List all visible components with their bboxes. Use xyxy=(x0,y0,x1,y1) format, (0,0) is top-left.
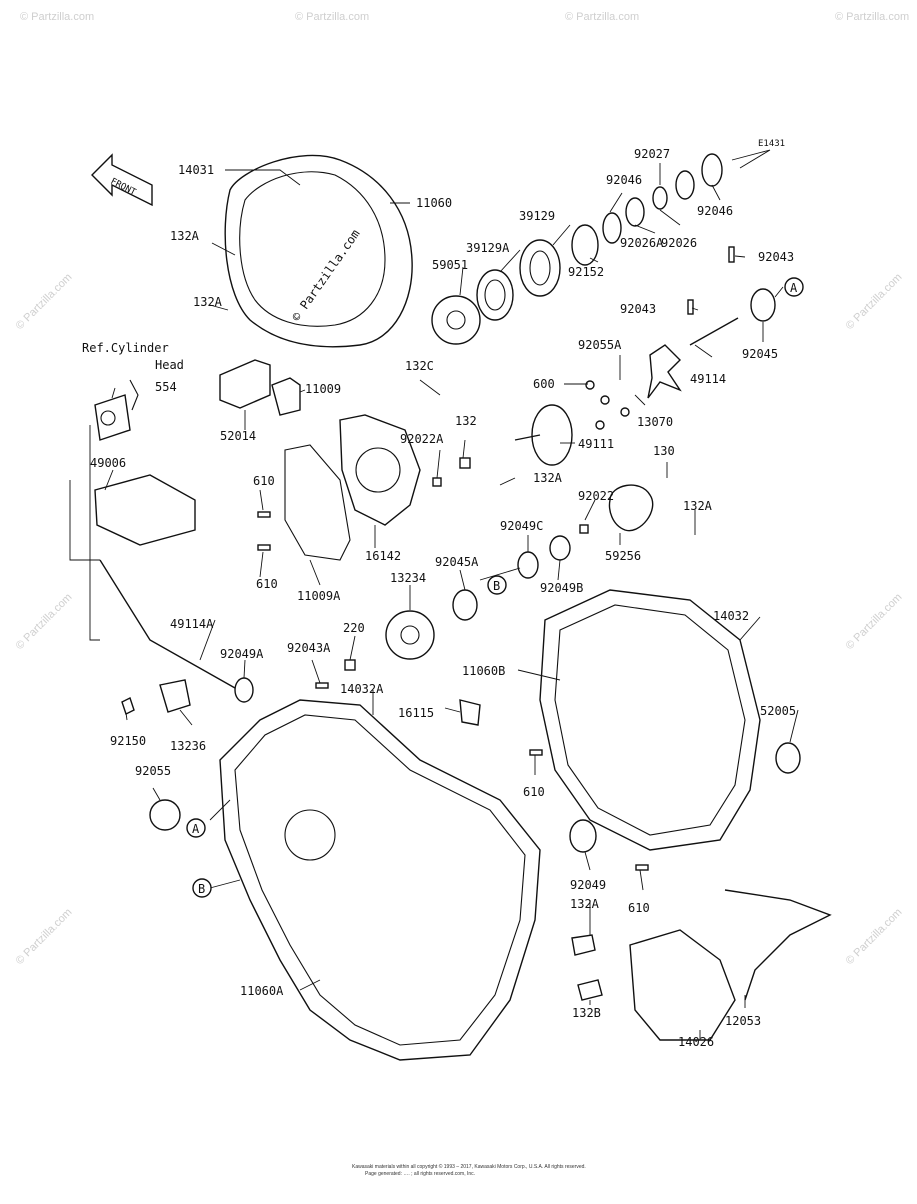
watermark: © Partzilla.com xyxy=(14,906,75,967)
shaft-impeller-drawing xyxy=(514,288,776,532)
marker-a: A xyxy=(192,822,200,836)
callout-92152: 92152 xyxy=(568,265,604,279)
bracket-drawing xyxy=(571,889,832,1041)
marker-b-circle xyxy=(487,575,507,595)
callout-49114: 49114 xyxy=(690,372,726,386)
marker-b: B xyxy=(493,579,500,593)
callout-49006: 49006 xyxy=(90,456,126,470)
callout-92049C: 92049C xyxy=(500,519,543,533)
callout-132A: 132A xyxy=(683,499,713,513)
callout-92043A: 92043A xyxy=(287,641,331,655)
callout-92049B: 92049B xyxy=(540,581,583,595)
callout-92049: 92049 xyxy=(570,878,606,892)
callout-92046: 92046 xyxy=(606,173,642,187)
callout-92046: 92046 xyxy=(697,204,733,218)
seal-stack-drawing xyxy=(431,153,723,345)
figure-code: E1431 xyxy=(758,139,785,149)
callout-610: 610 xyxy=(628,901,650,915)
callout-132C: 132C xyxy=(405,359,434,373)
callout-59051: 59051 xyxy=(432,258,468,272)
callout-39129: 39129 xyxy=(519,209,555,223)
watermark: © Partzilla.com xyxy=(20,11,94,23)
cover-14031-drawing: © Partzilla.com xyxy=(224,154,413,348)
callout-13070: 13070 xyxy=(637,415,673,429)
callout-92022A: 92022A xyxy=(400,432,444,446)
circle-markers: A B A B xyxy=(186,277,804,898)
callout-220: 220 xyxy=(343,621,365,635)
watermark: © Partzilla.com xyxy=(844,271,905,332)
callout-132A: 132A xyxy=(570,897,600,911)
callout-92150: 92150 xyxy=(110,734,146,748)
watermark: © Partzilla.com xyxy=(565,11,639,23)
callout-49114A: 49114A xyxy=(170,617,214,631)
callout-92026: 92026 xyxy=(661,236,697,250)
callout-14032: 14032 xyxy=(713,609,749,623)
ref-note-line2: Head xyxy=(155,358,184,372)
callout-132A: 132A xyxy=(170,229,200,243)
callout-labels: 14031 11060 132A 132A Ref.Cylinder Head … xyxy=(82,147,796,1049)
footer-copyright-2: Page generated: …. ; all rights reserved… xyxy=(365,1171,475,1177)
callout-14031: 14031 xyxy=(178,163,214,177)
callout-52014: 52014 xyxy=(220,429,256,443)
callout-13236: 13236 xyxy=(170,739,206,753)
callout-92045: 92045 xyxy=(742,347,778,361)
pump-body-drawing xyxy=(219,359,421,561)
marker-a: A xyxy=(790,281,798,295)
callout-92027: 92027 xyxy=(634,147,670,161)
callout-13234: 13234 xyxy=(390,571,426,585)
callout-11009A: 11009A xyxy=(297,589,341,603)
front-arrow-icon: FRONT xyxy=(91,153,153,207)
callout-600: 600 xyxy=(533,377,555,391)
callout-132: 132 xyxy=(455,414,477,428)
watermark: © Partzilla.com xyxy=(295,11,369,23)
callout-52005: 52005 xyxy=(760,704,796,718)
callout-59256: 59256 xyxy=(605,549,641,563)
callout-14032A: 14032A xyxy=(340,682,384,696)
callout-92045A: 92045A xyxy=(435,555,479,569)
callout-39129A: 39129A xyxy=(466,241,510,255)
callout-11060: 11060 xyxy=(416,196,452,210)
marker-a-circle xyxy=(784,277,804,297)
watermark: © Partzilla.com xyxy=(14,271,75,332)
callout-11009: 11009 xyxy=(305,382,341,396)
callout-12053: 12053 xyxy=(725,1014,761,1028)
watermark: © Partzilla.com xyxy=(844,591,905,652)
callout-610: 610 xyxy=(253,474,275,488)
callout-132B: 132B xyxy=(572,1006,601,1020)
callout-14026: 14026 xyxy=(678,1035,714,1049)
callout-92043: 92043 xyxy=(620,302,656,316)
marker-a-circle xyxy=(186,818,206,838)
footer-copyright: Kawasaki materials within all copyright … xyxy=(352,1163,586,1170)
cover-14032A-drawing xyxy=(219,699,541,1061)
callout-132A: 132A xyxy=(193,295,223,309)
callout-92055A: 92055A xyxy=(578,338,622,352)
callout-11060A: 11060A xyxy=(240,984,284,998)
ref-note-line1: Ref.Cylinder xyxy=(82,341,169,355)
watermark: © Partzilla.com xyxy=(835,11,909,23)
callout-49111: 49111 xyxy=(578,437,614,451)
callout-92043: 92043 xyxy=(758,250,794,264)
gear-bearings-drawing xyxy=(385,535,571,660)
callout-16142: 16142 xyxy=(365,549,401,563)
callout-92022: 92022 xyxy=(578,489,614,503)
callout-92049A: 92049A xyxy=(220,647,264,661)
callout-554: 554 xyxy=(155,380,177,394)
watermark: © Partzilla.com xyxy=(14,591,75,652)
callout-610: 610 xyxy=(523,785,545,799)
leader-lines xyxy=(69,163,799,1040)
cover-14032-drawing xyxy=(539,589,801,853)
callout-610: 610 xyxy=(256,577,278,591)
callout-11060B: 11060B xyxy=(462,664,505,678)
callout-92055: 92055 xyxy=(135,764,171,778)
marker-b: B xyxy=(198,882,205,896)
o-ring-92055-drawing xyxy=(149,799,181,831)
callout-132A: 132A xyxy=(533,471,563,485)
callout-16115: 16115 xyxy=(398,706,434,720)
callout-130: 130 xyxy=(653,444,675,458)
callout-92026A: 92026A xyxy=(620,236,664,250)
marker-b-circle xyxy=(192,878,212,898)
watermark: © Partzilla.com xyxy=(844,906,905,967)
